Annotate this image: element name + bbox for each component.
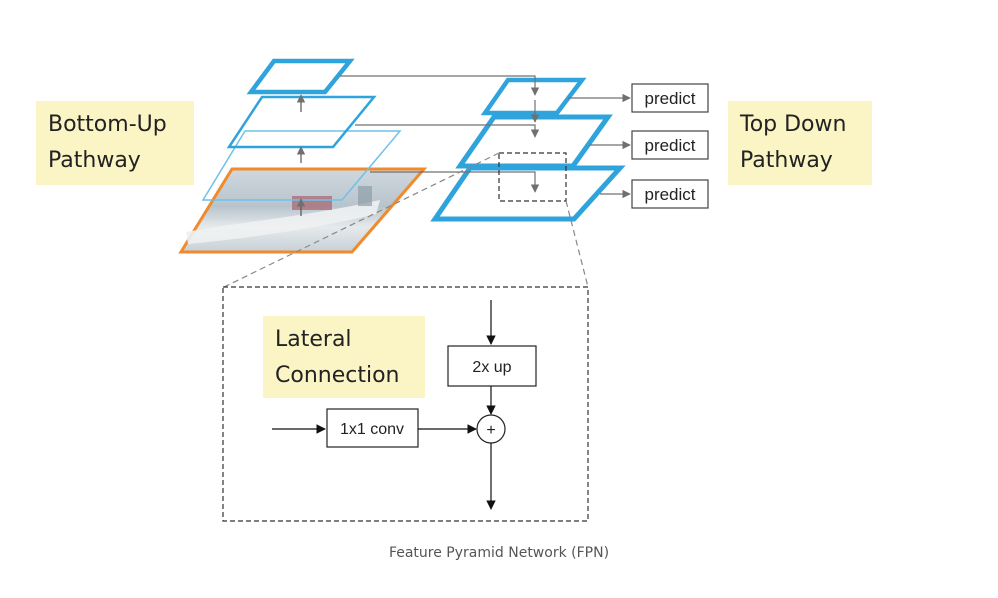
top-down-layer-1: [480, 77, 587, 116]
lateral-label-line: Connection: [275, 363, 400, 388]
predict-label: predict: [644, 136, 695, 155]
top-down-layer-2: [455, 114, 613, 169]
figure-caption: Feature Pyramid Network (FPN): [388, 545, 610, 561]
bottom-up-label-line: Bottom-Up: [48, 112, 167, 137]
lateral-label-line: Lateral: [275, 327, 352, 352]
detail-panel: [222, 286, 589, 522]
upsample-box: [447, 345, 537, 387]
predict-box: [631, 179, 709, 209]
zoom-connector: [565, 200, 589, 288]
top-down-label: Top Down Pathway: [728, 101, 872, 185]
predict-box: [631, 130, 709, 160]
lateral-connection: [355, 124, 540, 138]
bottom-up-layer-2: [226, 95, 377, 149]
lateral-connection: [370, 171, 540, 193]
top-down-layer-3: [430, 165, 626, 222]
zoom-region: [498, 152, 567, 202]
boat-hull: [186, 200, 380, 244]
bottom-up-label: Bottom-Up Pathway: [36, 101, 194, 185]
top-down-label-line: Pathway: [740, 148, 833, 173]
boat-figure: [358, 186, 372, 206]
sum-symbol: +: [486, 422, 495, 439]
bottom-up-label-line: Pathway: [48, 148, 141, 173]
predict-label: predict: [644, 89, 695, 108]
lateral-label: Lateral Connection: [263, 316, 425, 398]
boat-figure: [292, 196, 332, 210]
bottom-up-layer-3: [246, 58, 355, 95]
lateral-connection: [340, 75, 540, 96]
predict-label: predict: [644, 185, 695, 204]
zoom-connector: [223, 152, 500, 288]
conv-box: [326, 408, 419, 448]
bottom-up-layer-1: [201, 130, 402, 201]
top-down-label-line: Top Down: [740, 112, 847, 137]
predict-box: [631, 83, 709, 113]
upsample-label: 2x up: [472, 359, 511, 376]
conv-label: 1x1 conv: [340, 421, 404, 438]
